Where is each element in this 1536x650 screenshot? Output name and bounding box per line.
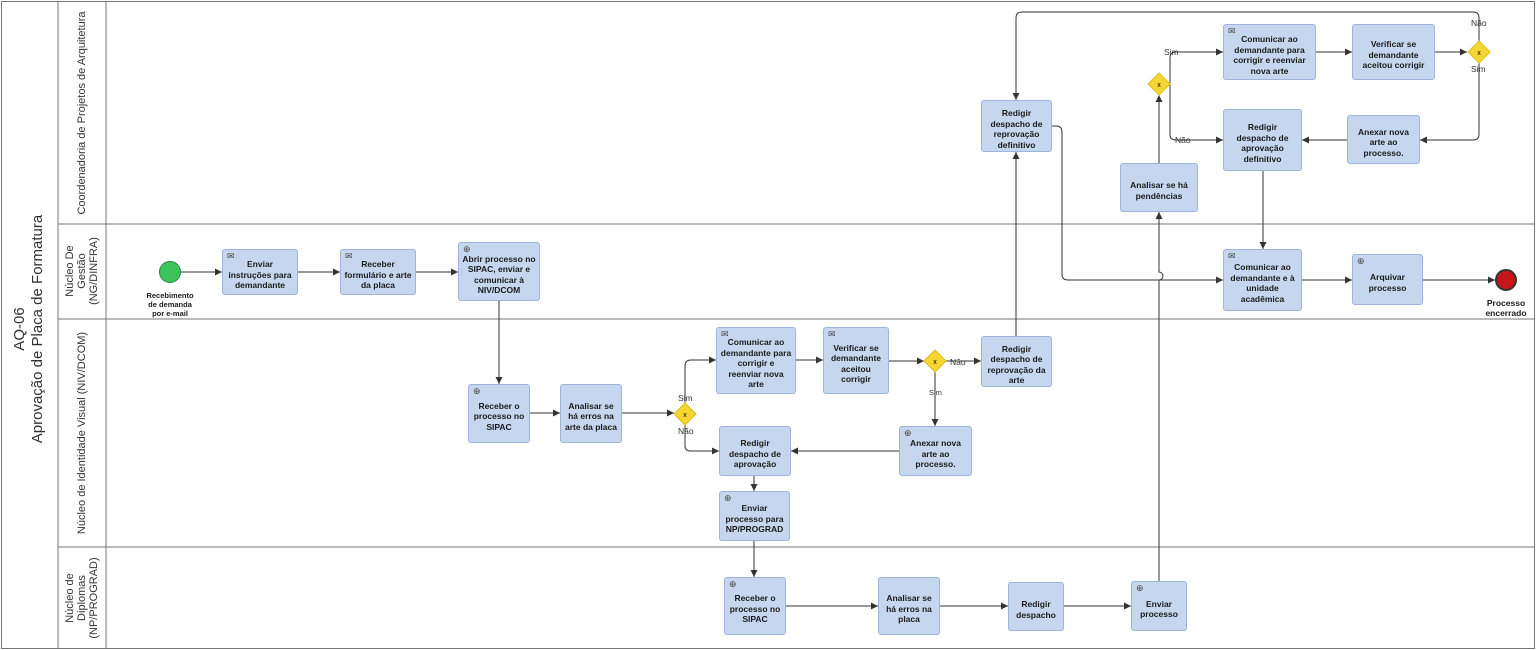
task-redigir-reprovacao-def[interactable]: Redigir despacho de reprovação definitiv… — [981, 100, 1052, 152]
flow-label-nao-pendencias: Não — [1175, 135, 1191, 145]
envelope-icon: ✉ — [828, 329, 836, 339]
lane-identidade: Núcleo de Identidade Visual (NIV/DCOM) — [76, 331, 88, 535]
task-verificar-aceitou-niv[interactable]: ✉ Verificar se demandante aceitou corrig… — [823, 327, 889, 394]
task-analisar-erros-niv[interactable]: Analisar se há erros na arte da placa — [560, 384, 622, 443]
task-enviar-prograd[interactable]: ⊕ Enviar processo para NP/PROGRAD — [719, 491, 790, 541]
pool-name: Aprovação de Placa de Formatura — [29, 214, 46, 444]
task-receber-processo-niv[interactable]: ⊕ Receber o processo no SIPAC — [468, 384, 530, 443]
task-analisar-erros-np[interactable]: Analisar se há erros na placa — [878, 577, 940, 635]
lane-diplomas: Núcleo de Diplomas (NP/PROGRAD) — [64, 557, 100, 639]
flow-label-sim-aceitou-niv: Sim — [929, 388, 942, 397]
lane-coordenadoria: Coordenadoria de Projetos de Arquitetura — [76, 11, 88, 215]
globe-icon: ⊕ — [904, 428, 912, 438]
globe-icon: ⊕ — [729, 579, 737, 589]
task-redigir-despacho-np[interactable]: Redigir despacho — [1008, 582, 1064, 631]
task-verificar-aceitou-coord[interactable]: Verificar se demandante aceitou corrigir — [1352, 24, 1435, 80]
end-event — [1495, 269, 1517, 291]
task-redigir-aprovacao-def[interactable]: Redigir despacho de aprovação definitivo — [1223, 109, 1302, 171]
envelope-icon: ✉ — [721, 329, 729, 339]
task-redigir-aprovacao-niv[interactable]: Redigir despacho de aprovação — [719, 426, 791, 476]
task-analisar-pendencias[interactable]: Analisar se há pendências — [1120, 163, 1198, 212]
sequence-flows — [181, 11, 1495, 610]
svg-text:x: x — [1157, 82, 1161, 89]
envelope-icon: ✉ — [345, 251, 353, 261]
gateway-niv-aceitou: x — [923, 349, 947, 373]
globe-icon: ⊕ — [1136, 583, 1144, 593]
flow-label-sim-aceitou-coord: Sim — [1471, 64, 1486, 74]
task-enviar-instrucoes[interactable]: ✉ Enviar instruções para demandante — [222, 249, 298, 295]
flow-label-nao-niv: Não — [678, 426, 694, 436]
flow-label-sim-pendencias: Sim — [1164, 47, 1179, 57]
globe-icon: ⊕ — [724, 493, 732, 503]
envelope-icon: ✉ — [227, 251, 235, 261]
envelope-icon: ✉ — [1228, 26, 1236, 36]
gateway-niv-erros: x — [673, 402, 697, 426]
lane-gestao: Núcleo De Gestão (NG/DINFRA) — [64, 237, 100, 305]
gateway-coord-aceitou: x — [1467, 40, 1491, 64]
flow-label-sim-niv: Sim — [678, 393, 693, 403]
end-event-label: Processo encerrado — [1485, 298, 1527, 318]
flow-label-nao-aceitou-niv: Não — [950, 357, 966, 367]
start-event-label: Recebimento de demanda por e-mail — [146, 291, 194, 318]
globe-icon: ⊕ — [463, 244, 471, 254]
envelope-icon: ✉ — [1228, 251, 1236, 261]
task-receber-formulario[interactable]: ✉ Receber formulário e arte da placa — [340, 249, 416, 295]
task-redigir-reprovacao-arte[interactable]: Redigir despacho de reprovação da arte — [981, 336, 1052, 387]
svg-text:x: x — [683, 412, 687, 419]
task-receber-processo-np[interactable]: ⊕ Receber o processo no SIPAC — [724, 577, 786, 635]
task-comunicar-unidade[interactable]: ✉ Comunicar ao demandante e à unidade ac… — [1223, 249, 1302, 311]
pool-code: AQ-06 — [11, 307, 28, 351]
task-anexar-nova-arte-coord[interactable]: Anexar nova arte ao processo. — [1347, 115, 1420, 164]
start-event — [159, 261, 181, 283]
gateway-coord-pendencias: x — [1147, 72, 1171, 96]
task-abrir-processo[interactable]: ⊕ Abrir processo no SIPAC, enviar e comu… — [458, 242, 540, 301]
flow-label-nao-aceitou-coord: Não — [1471, 18, 1487, 28]
task-comunicar-corrigir-niv[interactable]: ✉ Comunicar ao demandante para corrigir … — [716, 327, 796, 394]
task-enviar-processo-np[interactable]: ⊕ Enviar processo — [1131, 581, 1187, 631]
task-arquivar[interactable]: ⊕ Arquivar processo — [1352, 254, 1423, 305]
task-anexar-nova-arte-niv[interactable]: ⊕ Anexar nova arte ao processo. — [899, 426, 972, 476]
svg-text:x: x — [1477, 50, 1481, 57]
pool-title: AQ-06 Aprovação de Placa de Formatura — [11, 169, 55, 489]
globe-icon: ⊕ — [473, 386, 481, 396]
globe-icon: ⊕ — [1357, 256, 1365, 266]
task-comunicar-corrigir-coord[interactable]: ✉ Comunicar ao demandante para corrigir … — [1223, 24, 1316, 80]
svg-text:x: x — [933, 359, 937, 366]
